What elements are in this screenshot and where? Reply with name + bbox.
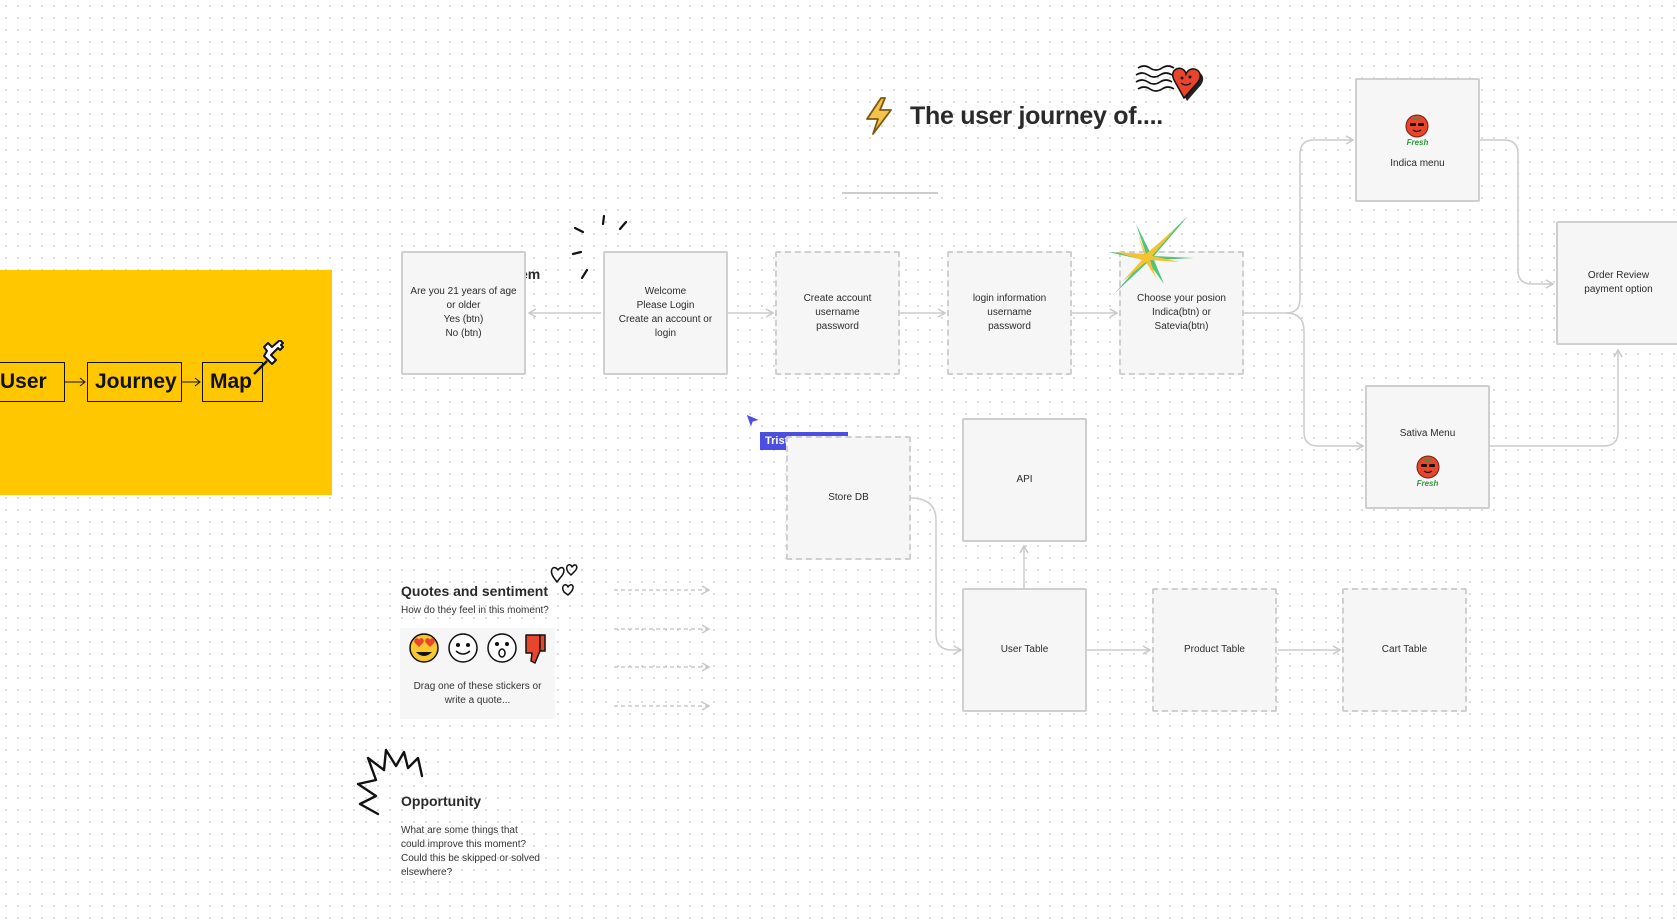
opportunity-body: What are some things that could improve … [401,825,540,878]
chip-user[interactable]: User [0,362,65,402]
quotes-question: How do they feel in this moment? [401,605,549,616]
box-product-table[interactable]: Product Table [1152,588,1277,712]
quotes-hint: Drag one of these stickers or write a qu… [413,681,542,706]
page-title[interactable]: The user journey of.... [910,102,1163,130]
heart-eyes-emoji [409,633,439,663]
indica-label: Indica menu [1390,157,1445,169]
sparkle-sticker [1108,216,1194,294]
cursor-arrow-icon [745,413,762,430]
journey-map-card[interactable]: User Journey Map [0,270,332,495]
scribble-sticker [356,748,424,816]
fresh-label: Fresh [1416,478,1439,488]
indica-content: Fresh Indica menu [1390,110,1445,171]
box-choose[interactable]: Choose your posion Indica(btn) or Satevi… [1119,251,1244,375]
box-user-table[interactable]: User Table [962,588,1087,712]
connector-indica-order [1478,139,1555,289]
hearts-doodle [550,564,578,596]
pushpin-icon [253,340,284,375]
heart-stamp-sticker [1135,65,1204,101]
opportunity-heading: Opportunity [401,793,482,809]
box-store-db[interactable]: Store DB [786,436,911,560]
chip-journey[interactable]: Journey [87,362,182,402]
emphasis-marks [571,214,628,280]
chip-map[interactable]: Map [202,362,263,402]
box-cart-table[interactable]: Cart Table [1342,588,1467,712]
chip-connectors [65,377,201,387]
box-create-account[interactable]: Create account username password [775,251,900,375]
sativa-content: Sativa Menu Fresh [1400,407,1456,488]
smile-emoji [448,633,478,663]
connector-choose-sativa [1285,312,1365,451]
box-sativa-menu[interactable]: Sativa Menu Fresh [1365,385,1490,509]
sativa-label: Sativa Menu [1399,427,1456,439]
tomato-sticker [1405,114,1429,137]
fresh-label: Fresh [1406,137,1429,147]
box-login-info[interactable]: login information username password [947,251,1072,375]
box-age-check[interactable]: Are you 21 years of age or older Yes (bt… [401,251,526,375]
sentiment-stickers [409,633,546,664]
box-indica-menu[interactable]: Fresh Indica menu [1355,78,1480,202]
connector-storedb-usertable [909,497,963,655]
lightning-icon [866,97,892,135]
thumbs-down-emoji [525,634,546,664]
connector-sativa-order [1489,348,1623,447]
box-api[interactable]: API [962,418,1087,542]
tomato-sticker [1416,455,1439,478]
quotes-sticker-card[interactable]: Drag one of these stickers or write a qu… [400,628,555,719]
quotes-heading: Quotes and sentiment [401,583,549,599]
surprised-emoji [487,633,517,663]
box-welcome[interactable]: Welcome Please Login Create an account o… [603,251,728,375]
box-order-review[interactable]: Order Review payment option [1556,221,1677,345]
connector-choose-indica [1244,135,1355,314]
